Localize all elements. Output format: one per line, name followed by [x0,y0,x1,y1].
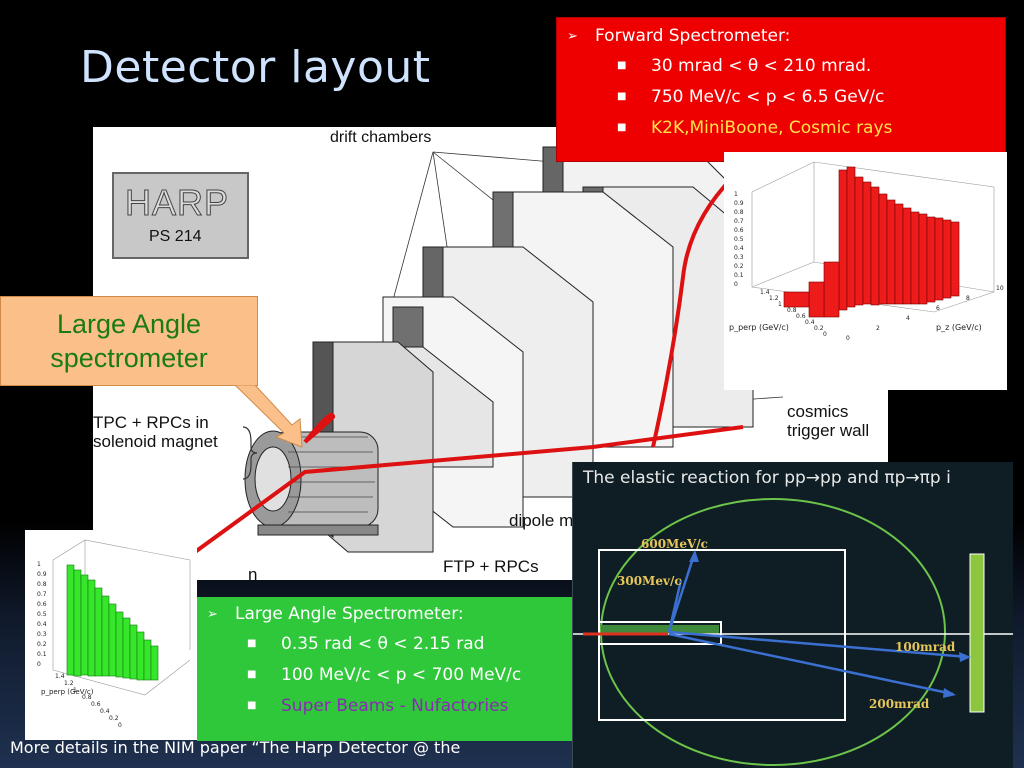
label-drift-chambers: drift chambers [330,129,432,146]
fwd-xtick: 0.8 [787,307,797,314]
fwd-xtick: 0.4 [805,319,815,326]
fwd-ytick: 0.3 [734,254,744,261]
harp-logo-box [112,172,249,259]
square-bullet-icon: ■ [617,122,627,133]
la-xtick: 0.2 [109,715,119,722]
callout-line2: spectrometer [50,343,208,373]
la-xtick: 0 [118,722,122,729]
fwd-ztick: 10 [996,285,1004,292]
la-ytick: 1 [37,561,41,568]
la-item-theta: 0.35 rad < θ < 2.15 rad [281,633,485,654]
fwd-xtick: 0 [823,331,827,338]
callout-line1: Large Angle [56,309,202,339]
ann-300: 300Mev/c [617,574,682,588]
detector-drawing [112,146,784,554]
la-xtick: 0.4 [100,708,110,715]
harp-ps-label: PS 214 [149,228,202,245]
fwd-ztick: 2 [876,325,880,332]
la-ytick: 0.2 [37,641,47,648]
fwd-ytick: 0 [734,281,738,288]
la-xtick: 1.2 [64,680,74,687]
fwd-ytick: 0.4 [734,245,744,252]
elastic-diagram [573,498,1013,766]
fwd-ytick: 0.8 [734,209,744,216]
forward-histogram: 10.90.80.70.60.50.40.30.20.10 1.41.210.8… [729,161,1004,342]
la-ytick: 0.8 [37,581,47,588]
large-angle-spectrometer-box: ➢ Large Angle Spectrometer: ■ 0.35 rad < … [197,597,589,741]
fwd-ytick: 1 [734,191,738,198]
la-xtick: 0.8 [82,694,92,701]
fwd-ytick: 0.1 [734,272,744,279]
forward-item-experiments: K2K,MiniBoone, Cosmic rays [651,117,893,138]
ann-200: 200mrad [869,697,930,711]
la-header: Large Angle Spectrometer: [235,604,464,624]
fwd-xtick: 0.6 [796,313,806,320]
square-bullet-icon: ■ [247,700,257,711]
la-xtick: 1.4 [55,673,65,680]
square-bullet-icon: ■ [247,638,257,649]
fwd-ytick: 0.7 [734,218,744,225]
square-bullet-icon: ■ [247,669,257,680]
large-angle-callout: Large Angle spectrometer [0,296,258,386]
callout-arrow [234,385,303,448]
arrow-bullet-icon: ➢ [567,28,578,44]
forward-item-theta: 30 mrad < θ < 210 mrad. [651,55,872,76]
large-angle-histogram: 10.90.80.70.60.50.40.30.20.10 1.41.210.8… [37,539,191,729]
la-ytick: 0.9 [37,571,47,578]
fwd-xtick: 1 [778,301,782,308]
la-item-momentum: 100 MeV/c < p < 700 MeV/c [281,664,522,685]
page-title: Detector layout [80,42,431,93]
label-dipole: dipole m [509,511,574,530]
elastic-title: The elastic reaction for pp→pp and πp→πp… [583,468,951,488]
fwd-ztick: 8 [966,295,970,302]
ann-600: 600MeV/c [641,537,708,551]
harp-logo-text: HARP [124,182,230,224]
footer-note: More details in the NIM paper “The Harp … [10,738,461,757]
square-bullet-icon: ■ [617,91,627,102]
label-tpc-line1: TPC + RPCs in [93,413,209,432]
la-ytick: 0.6 [37,601,47,608]
fwd-xtick: 1.2 [769,295,779,302]
forward-header: Forward Spectrometer: [595,26,791,46]
arrow-bullet-icon: ➢ [207,606,218,622]
forward-item-momentum: 750 MeV/c < p < 6.5 GeV/c [651,86,885,107]
la-xtick: 0.6 [91,701,101,708]
label-tpc-line2: solenoid magnet [93,432,218,451]
la-xtick: 1 [73,687,77,694]
label-ftp-rpcs: FTP + RPCs [443,557,539,576]
la-ytick: 0.7 [37,591,47,598]
label-partial-n: n [248,565,258,580]
la-xlabel: p_perp (GeV/c) [41,688,94,696]
elastic-reaction-panel: The elastic reaction for pp→pp and πp→πp… [572,462,1013,768]
fwd-xlabel: p_perp (GeV/c) [729,323,789,332]
la-ytick: 0.3 [37,631,47,638]
la-ytick: 0.1 [37,651,47,658]
label-cosmics-line1: cosmics [787,402,849,421]
square-bullet-icon: ■ [617,60,627,71]
fwd-ytick: 0.5 [734,236,744,243]
fwd-ztick: 6 [936,305,940,312]
la-ytick: 0.5 [37,611,47,618]
la-ytick: 0.4 [37,621,47,628]
fwd-xtick: 1.4 [760,289,770,296]
fwd-zlabel: p_z (GeV/c) [936,323,982,332]
fwd-ytick: 0.2 [734,263,744,270]
fwd-xtick: 0.2 [814,325,824,332]
fwd-ztick: 0 [846,335,850,342]
forward-spectrometer-box: ➢ Forward Spectrometer: ■ 30 mrad < θ < 2… [556,17,1006,162]
label-cosmics-line2: trigger wall [787,421,870,440]
fwd-ytick: 0.9 [734,200,744,207]
ann-100: 100mrad [895,640,956,654]
la-item-applications: Super Beams - Nufactories [281,695,509,716]
la-ytick: 0 [37,661,41,668]
fwd-ztick: 4 [906,315,910,322]
fwd-ytick: 0.6 [734,227,744,234]
